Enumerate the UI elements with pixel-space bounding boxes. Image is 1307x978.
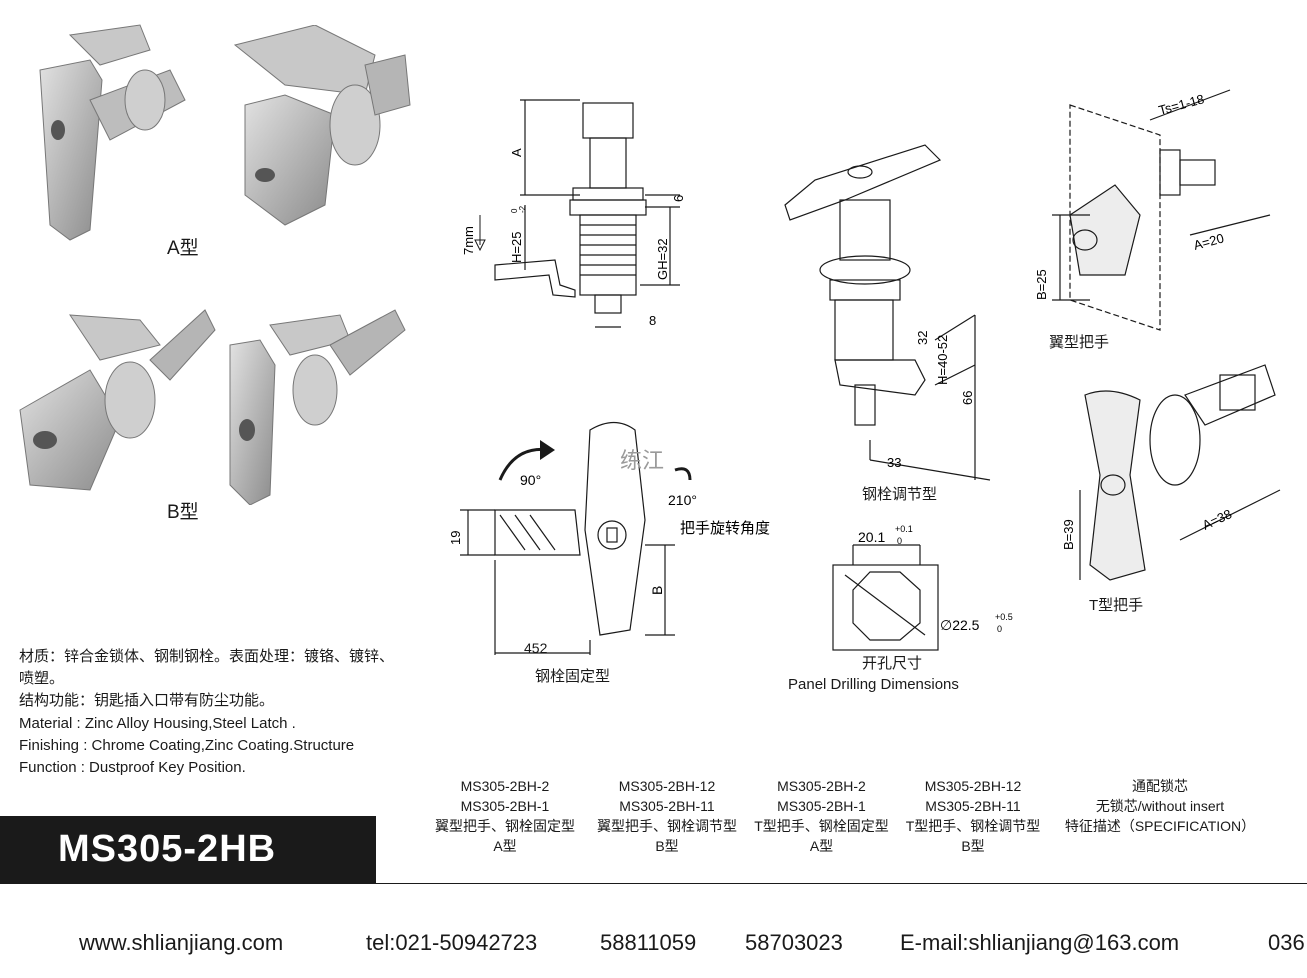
wing-dim-ts-label: Ts=1-18 bbox=[1157, 91, 1206, 118]
side-view-drawing: A 6 H=25 0 -2 7mm GH=32 8 bbox=[461, 99, 686, 328]
product-photo-b-t bbox=[229, 309, 406, 505]
spec-col2-line1: MS305-2BH-12 bbox=[618, 778, 716, 794]
dim-h-adjust-label: H=40-52 bbox=[935, 335, 950, 385]
dim-b-label: B bbox=[649, 586, 665, 595]
spec-column-2: MS305-2BH-12 MS305-2BH-11 翼型把手、钢栓调节型 B型 bbox=[587, 776, 747, 856]
divider-line bbox=[376, 883, 1307, 884]
spec-col2-line3: 翼型把手、钢栓调节型 bbox=[597, 818, 737, 834]
angle-90-label: 90° bbox=[520, 472, 541, 488]
spec-col2-line4: B型 bbox=[655, 838, 679, 854]
dim-7mm-label: 7mm bbox=[461, 226, 476, 255]
spec-col4-line1: MS305-2BH-12 bbox=[924, 778, 1022, 794]
cutout-width-tol-upper: +0.1 bbox=[895, 524, 913, 534]
adjustable-latch-drawing: 32 H=40-52 66 33 bbox=[784, 144, 991, 481]
spec-col3-line3: T型把手、钢栓固定型 bbox=[754, 818, 889, 834]
spec-col1-line3: 翼型把手、钢栓固定型 bbox=[435, 818, 575, 834]
product-code: MS305-2HB bbox=[58, 828, 277, 870]
dim-8-label: 8 bbox=[649, 313, 656, 328]
spec-col5-line2: 无锁芯/without insert bbox=[1095, 798, 1225, 814]
spec-col3-line2: MS305-2BH-1 bbox=[777, 798, 866, 814]
dim-gh-label: GH=32 bbox=[655, 238, 670, 280]
product-code-bar: MS305-2HB bbox=[0, 816, 376, 884]
footer-phone3: 58703023 bbox=[745, 930, 843, 955]
material-cn-line2: 喷塑。 bbox=[19, 670, 65, 687]
spec-col4-line4: B型 bbox=[961, 838, 985, 854]
dim-6-label: 6 bbox=[671, 195, 686, 202]
type-b-caption: B型 bbox=[167, 502, 199, 523]
rotation-view-drawing: 90° 练江 210° 把手旋转角度 19 B bbox=[448, 421, 770, 655]
fixed-latch-caption: 钢栓固定型 bbox=[535, 668, 611, 685]
product-photo-a-t bbox=[233, 25, 411, 226]
footer-phone2: 58811059 bbox=[600, 930, 697, 955]
dim-h-label: H=25 bbox=[509, 232, 524, 263]
spec-col3-line4: A型 bbox=[809, 838, 834, 854]
spec-column-3: MS305-2BH-2 MS305-2BH-1 T型把手、钢栓固定型 A型 bbox=[744, 776, 899, 856]
t-handle-caption: T型把手 bbox=[1089, 597, 1144, 614]
panel-cutout-caption-cn: 开孔尺寸 bbox=[862, 655, 923, 672]
t-dim-b-label: B=39 bbox=[1061, 519, 1076, 550]
watermark-text: 练江 bbox=[620, 448, 664, 473]
angle-210-label: 210° bbox=[668, 492, 697, 508]
dim-32-label: 32 bbox=[915, 331, 930, 345]
footer-email[interactable]: E-mail:shlianjiang@163.com bbox=[900, 930, 1180, 955]
footer-page-number: 036 bbox=[1268, 930, 1305, 955]
cutout-width-tol-lower: 0 bbox=[897, 536, 902, 546]
function-cn-line: 结构功能：钥匙插入口带有防尘功能。 bbox=[19, 692, 275, 709]
finishing-en-line: Finishing : Chrome Coating,Zinc Coating.… bbox=[19, 737, 355, 754]
spec-col5-line1: 通配锁芯 bbox=[1132, 778, 1188, 794]
footer-website[interactable]: www.shlianjiang.com bbox=[79, 930, 284, 955]
dim-h-tol-lower: -2 bbox=[518, 205, 527, 213]
spec-col1-line2: MS305-2BH-1 bbox=[460, 798, 550, 814]
spec-column-5: 通配锁芯 无锁芯/without insert 特征描述（SPECIFICATI… bbox=[1050, 776, 1270, 836]
spec-col5-line3: 特征描述（SPECIFICATION） bbox=[1064, 818, 1256, 834]
dim-66-label: 66 bbox=[960, 391, 975, 405]
spec-col1-line4: A型 bbox=[493, 838, 517, 854]
cutout-width-label: 20.1 bbox=[858, 529, 885, 545]
dim-h-tol-upper: 0 bbox=[510, 208, 519, 213]
cutout-diameter-tol-upper: +0.5 bbox=[995, 612, 1013, 622]
material-en-line: Material : Zinc Alloy Housing,Steel Latc… bbox=[19, 715, 296, 732]
dim-19-label: 19 bbox=[448, 531, 463, 545]
spec-column-4: MS305-2BH-12 MS305-2BH-11 T型把手、钢栓调节型 B型 bbox=[893, 776, 1053, 856]
footer-tel: tel:021-50942723 bbox=[366, 930, 538, 955]
panel-cutout-caption-en: Panel Drilling Dimensions bbox=[788, 676, 959, 693]
spec-col1-line1: MS305-2BH-2 bbox=[460, 778, 550, 794]
spec-col4-line3: T型把手、钢栓调节型 bbox=[905, 818, 1041, 834]
cutout-diameter-tol-lower: 0 bbox=[997, 624, 1002, 634]
spec-column-1: MS305-2BH-2 MS305-2BH-1 翼型把手、钢栓固定型 A型 bbox=[425, 776, 585, 856]
spec-col4-line2: MS305-2BH-11 bbox=[925, 798, 1021, 814]
dim-452-label: 452 bbox=[524, 640, 548, 656]
product-photo-b-wing bbox=[19, 309, 216, 491]
product-photo-a-wing bbox=[39, 24, 186, 241]
dim-33-label: 33 bbox=[887, 455, 901, 470]
panel-cutout-drawing: 20.1 +0.1 0 ∅22.5 +0.5 0 bbox=[832, 524, 1013, 651]
spec-col2-line2: MS305-2BH-11 bbox=[619, 798, 715, 814]
spec-col3-line1: MS305-2BH-2 bbox=[777, 778, 866, 794]
dim-a-label: A bbox=[509, 148, 524, 157]
adjustable-latch-caption: 钢栓调节型 bbox=[862, 486, 938, 503]
wing-dim-b-label: B=25 bbox=[1034, 269, 1049, 300]
t-handle-drawing: B=39 A=38 bbox=[1061, 364, 1281, 581]
material-cn-line1: 材质：锌合金锁体、钢制钢栓。表面处理：镀铬、镀锌、 bbox=[19, 648, 395, 665]
cutout-diameter-label: ∅22.5 bbox=[940, 617, 980, 633]
handle-rotation-label: 把手旋转角度 bbox=[680, 520, 770, 537]
wing-handle-caption: 翼型把手 bbox=[1049, 334, 1110, 351]
t-dim-a-label: A=38 bbox=[1200, 506, 1234, 533]
wing-handle-drawing: Ts=1-18 A=20 B=25 bbox=[1034, 89, 1271, 331]
type-a-caption: A型 bbox=[167, 238, 199, 259]
function-en-line: Function : Dustproof Key Position. bbox=[19, 759, 246, 776]
